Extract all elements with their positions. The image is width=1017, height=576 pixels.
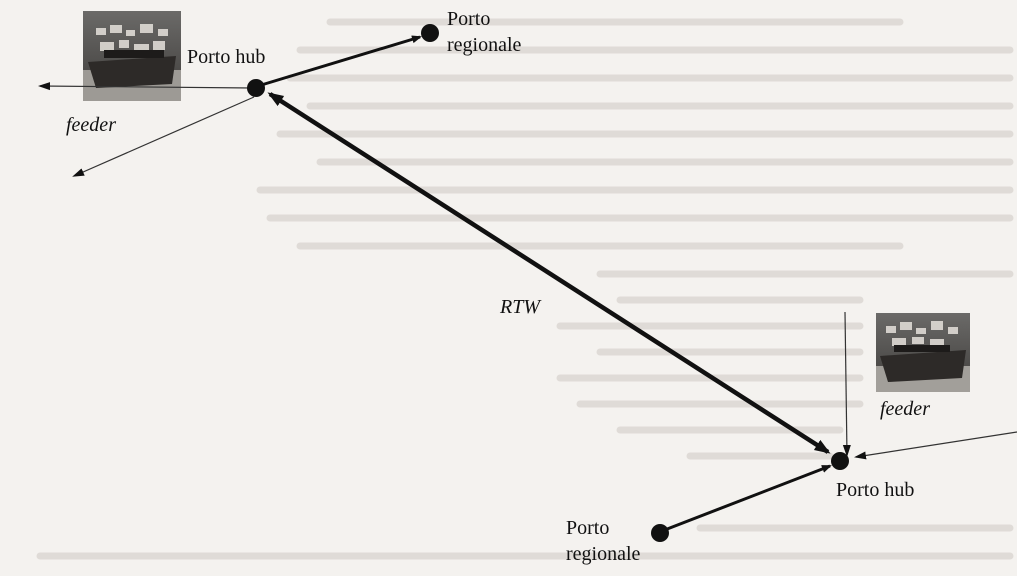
regional-label-bottom-line2: regionale bbox=[566, 543, 641, 565]
rtw-route-line bbox=[267, 92, 831, 454]
ship-image-top bbox=[83, 11, 181, 101]
regional-label-top-line1: Porto bbox=[447, 8, 490, 30]
feeder-arrow-from-right bbox=[854, 431, 1017, 460]
regional-bottom-to-hub-arrow bbox=[661, 464, 832, 533]
ship-image-bottom bbox=[876, 313, 970, 392]
hub-node-top bbox=[247, 79, 265, 97]
regional-node-bottom bbox=[651, 524, 669, 542]
regional-node-top bbox=[421, 24, 439, 42]
hub-label-bottom: Porto hub bbox=[836, 479, 914, 501]
feeder-label-right: feeder bbox=[880, 398, 930, 420]
rtw-label: RTW bbox=[499, 296, 542, 318]
bleed-through-text bbox=[36, 18, 1014, 560]
hub-node-bottom bbox=[831, 452, 849, 470]
feeder-arrow-from-ship bbox=[842, 311, 851, 457]
feeder-arrow-left bbox=[38, 82, 253, 91]
hub-label-top: Porto hub bbox=[187, 46, 265, 68]
regional-label-top-line2: regionale bbox=[447, 34, 522, 56]
feeder-label-left: feeder bbox=[66, 114, 116, 136]
feeder-arrow-down-left bbox=[72, 96, 255, 177]
regional-label-bottom-line1: Porto bbox=[566, 517, 609, 539]
hub-to-regional-top-arrow bbox=[257, 35, 422, 88]
